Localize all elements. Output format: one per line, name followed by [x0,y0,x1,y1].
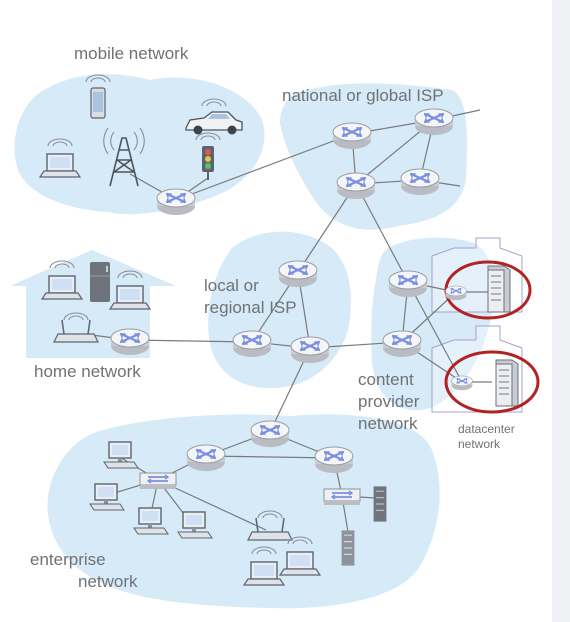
router-icon [444,285,468,301]
router-icon [413,107,455,137]
router-icon [289,335,331,365]
router-icon [277,259,319,289]
datacenter-label-line1: datacenter [458,422,515,436]
national-isp-label: national or global ISP [282,86,444,105]
datacenter-label-line2: network [458,437,501,451]
router-icon [185,443,227,473]
router-icon [331,121,373,151]
server-rack-icon [373,486,387,522]
mobile-network-region [14,74,265,215]
wireless-access-point-icon [247,510,293,541]
cell-tower-icon [103,127,145,187]
enterprise-label-line1: enterprise [30,550,106,569]
right-edge-panel [552,0,570,622]
fridge-icon [90,262,110,302]
switch-icon [323,488,361,506]
content-provider-label-line2: provider [358,392,420,411]
router-icon [381,329,423,359]
server-rack-icon [487,265,511,313]
router-icon [155,187,197,217]
router-icon [231,329,273,359]
router-icon [109,327,151,357]
router-icon [387,269,429,299]
car-icon [185,98,243,135]
local-isp-label-line2: regional ISP [204,298,297,317]
content-provider-label-line1: content [358,370,414,389]
router-icon [450,375,474,391]
switch-icon [139,472,177,490]
router-icon [335,171,377,201]
mobile-network-label: mobile network [74,44,189,63]
router-icon [399,167,441,197]
datacenter-highlight-ring [444,350,540,414]
content-provider-label-line3: network [358,414,418,433]
traffic-light-icon [195,132,221,180]
home-network-label: home network [34,362,141,381]
router-icon [249,419,291,449]
phone-icon [85,74,111,119]
wireless-access-point-icon [53,312,99,343]
server-rack-icon [495,359,519,407]
router-icon [313,445,355,475]
local-isp-label-line1: local or [204,276,259,295]
server-rack-icon [341,530,355,566]
enterprise-label-line2: network [78,572,138,591]
